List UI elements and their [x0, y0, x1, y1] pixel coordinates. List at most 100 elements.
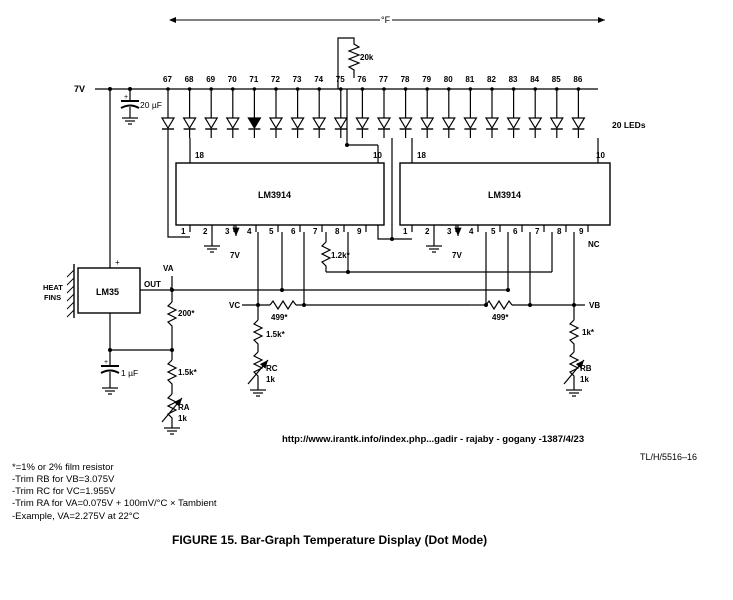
- led-number-84: 84: [530, 75, 539, 84]
- led-number-76: 76: [357, 75, 366, 84]
- left-pin-9: 9: [357, 227, 362, 236]
- pot-20k: [337, 37, 378, 146]
- left-pin-8: 8: [335, 227, 340, 236]
- led-number-75: 75: [336, 75, 345, 84]
- led-number-85: 85: [552, 75, 561, 84]
- led-82: 82: [484, 75, 500, 138]
- led-number-79: 79: [422, 75, 431, 84]
- svg-text:RC: RC: [266, 364, 278, 373]
- svg-text:499*: 499*: [492, 313, 509, 322]
- ic-right-name: LM3914: [488, 190, 521, 200]
- led-number-72: 72: [271, 75, 280, 84]
- svg-text:HEAT: HEAT: [43, 283, 63, 292]
- signal-wiring: [170, 232, 585, 397]
- led-72: 72: [268, 75, 284, 138]
- leds-label: 20 LEDs: [612, 120, 646, 130]
- left-pin-4: 4: [247, 227, 252, 236]
- supply-label: 7V: [74, 84, 85, 94]
- sensor-wiring: [100, 276, 183, 435]
- left-pin-3: 3: [225, 227, 230, 236]
- svg-text:1k: 1k: [178, 414, 187, 423]
- svg-text:VA: VA: [163, 264, 174, 273]
- right-pin-7: 7: [535, 227, 540, 236]
- led-69: 69: [204, 75, 219, 138]
- svg-text:LM35: LM35: [96, 287, 119, 297]
- ic-left: LM3914 18 10: [175, 151, 385, 226]
- svg-text:1.5k*: 1.5k*: [266, 330, 286, 339]
- led-71: 71: [247, 75, 262, 138]
- vc-label: VC: [229, 301, 240, 310]
- ic-right: LM3914 18 10: [399, 151, 611, 226]
- svg-text:18: 18: [417, 151, 426, 160]
- svg-text:RB: RB: [580, 364, 592, 373]
- left-pin-6: 6: [291, 227, 296, 236]
- led-number-80: 80: [444, 75, 453, 84]
- svg-text:+: +: [115, 258, 120, 267]
- svg-text:7V: 7V: [230, 251, 240, 260]
- temperature-span-arrow: °F: [169, 15, 605, 25]
- led-84: 84: [528, 75, 543, 138]
- left-pin-5: 5: [269, 227, 274, 236]
- svg-text:FINS: FINS: [44, 293, 61, 302]
- span-label: °F: [381, 15, 391, 25]
- led-number-70: 70: [228, 75, 237, 84]
- led-70: 70: [225, 75, 240, 138]
- led-75: 75: [333, 75, 348, 138]
- led-86: 86: [571, 75, 586, 138]
- left-pin-2: 2: [203, 227, 208, 236]
- led-76: 76: [355, 75, 370, 138]
- svg-text:1k: 1k: [266, 375, 275, 384]
- ic-left-name: LM3914: [258, 190, 291, 200]
- led-77: 77: [376, 75, 392, 138]
- led-79: 79: [420, 75, 435, 138]
- led-number-68: 68: [185, 75, 194, 84]
- right-pin-1: 1: [403, 227, 408, 236]
- svg-text:499*: 499*: [271, 313, 288, 322]
- lm35-sensor: LM35 + OUT HEAT FINS VA: [43, 258, 174, 318]
- svg-text:1k: 1k: [580, 375, 589, 384]
- figure-caption: FIGURE 15. Bar-Graph Temperature Display…: [172, 533, 488, 547]
- led-number-81: 81: [465, 75, 474, 84]
- right-pin-4: 4: [469, 227, 474, 236]
- led-number-82: 82: [487, 75, 496, 84]
- led-number-71: 71: [249, 75, 258, 84]
- right-pin-5: 5: [491, 227, 496, 236]
- right-pin-3: 3: [447, 227, 452, 236]
- doc-reference: TL/H/5516–16: [640, 452, 698, 462]
- svg-text:200*: 200*: [178, 309, 195, 318]
- svg-text:+: +: [124, 94, 128, 101]
- vb-label: VB: [589, 301, 600, 310]
- note-1: *=1% or 2% film resistor: [12, 462, 114, 473]
- led-number-69: 69: [206, 75, 215, 84]
- nc-label: NC: [588, 240, 600, 249]
- cap-20uf-label: 20 µF: [140, 100, 162, 110]
- note-2: -Trim RB for VB=3.075V: [12, 474, 115, 485]
- led-number-78: 78: [401, 75, 410, 84]
- led-number-73: 73: [293, 75, 302, 84]
- note-5: -Example, VA=2.275V at 22°C: [12, 511, 140, 522]
- right-pin-6: 6: [513, 227, 518, 236]
- led-68: 68: [182, 75, 197, 138]
- left-pin-1: 1: [181, 227, 186, 236]
- led-number-86: 86: [573, 75, 582, 84]
- source-url: http://www.irantk.info/index.php...gadir…: [282, 434, 585, 445]
- svg-text:18: 18: [195, 151, 204, 160]
- led-78: 78: [398, 75, 413, 138]
- svg-text:7V: 7V: [452, 251, 462, 260]
- led-number-77: 77: [379, 75, 388, 84]
- svg-text:OUT: OUT: [144, 280, 161, 289]
- note-4: -Trim RA for VA=0.075V + 100mV/°C × Tamb…: [12, 498, 217, 509]
- led-73: 73: [290, 75, 305, 138]
- note-3: -Trim RC for VC=1.955V: [12, 486, 116, 497]
- right-pin-2: 2: [425, 227, 430, 236]
- svg-text:10: 10: [596, 151, 605, 160]
- pot-20k-label: 20k: [360, 53, 374, 62]
- cap-1uf-label: 1 µF: [121, 368, 138, 378]
- svg-text:+: +: [104, 359, 108, 366]
- led-83: 83: [506, 75, 521, 138]
- r-1k2-label: 1.2k*: [331, 251, 351, 260]
- left-pin-7: 7: [313, 227, 318, 236]
